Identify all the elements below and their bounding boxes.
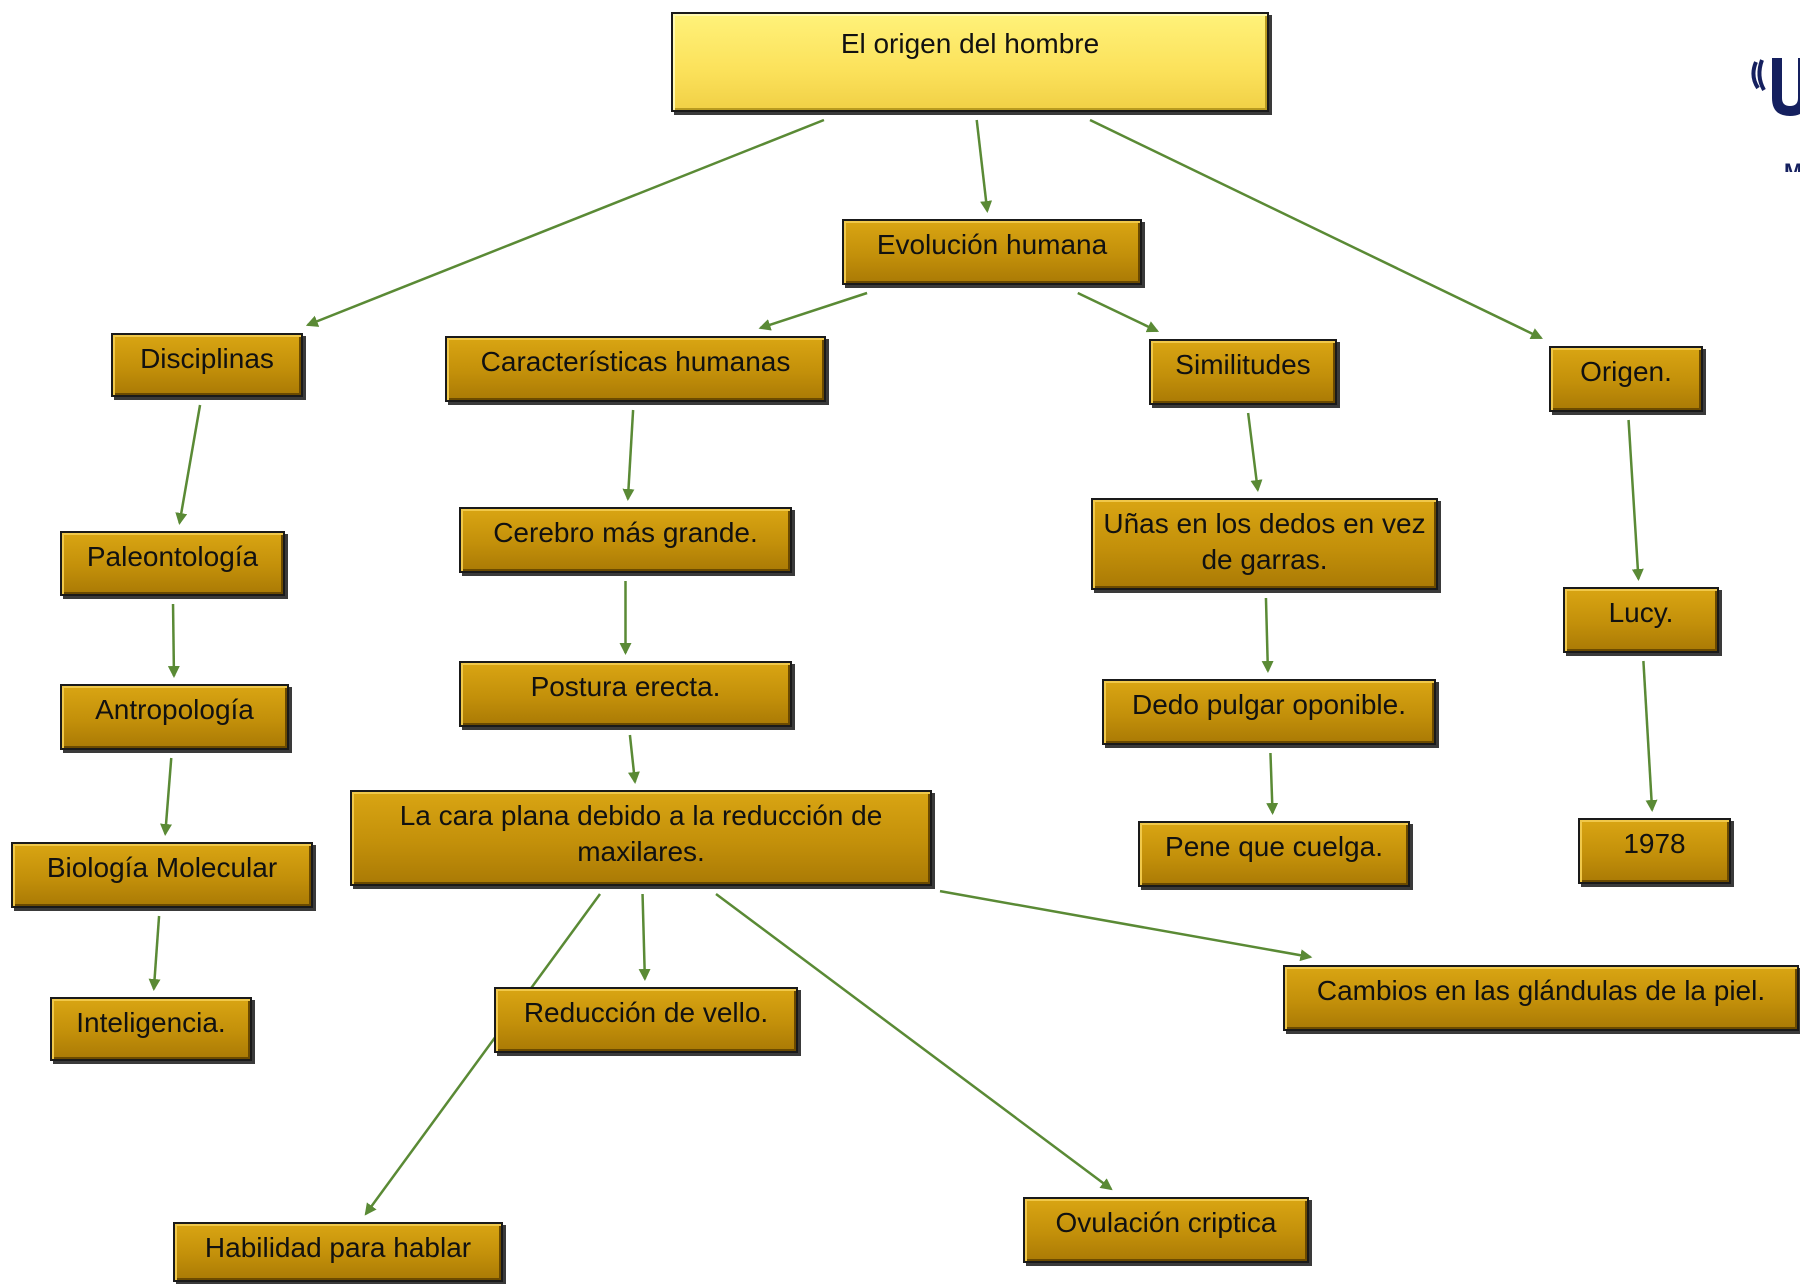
node-origen: Origen.	[1549, 346, 1703, 412]
node-antropologia-label: Antropología	[95, 694, 254, 725]
node-ovulacion: Ovulación criptica	[1023, 1197, 1309, 1263]
node-glandulas-label: Cambios en las glándulas de la piel.	[1316, 975, 1766, 1006]
node-origen-label: Origen.	[1580, 356, 1672, 387]
node-antropologia: Antropología	[60, 684, 289, 750]
node-vello: Reducción de vello.	[494, 987, 798, 1053]
arrow-root-to-disciplinas	[305, 118, 825, 327]
node-root-label: El origen del hombre	[840, 28, 1100, 59]
node-evolucion-label: Evolución humana	[876, 229, 1108, 260]
node-paleontologia: Paleontología	[60, 531, 285, 596]
logo-text: M	[1784, 159, 1800, 173]
node-inteligencia-label: Inteligencia.	[76, 1007, 226, 1038]
arrow-cara-to-hablar	[364, 893, 602, 1216]
arrow-unas-to-pulgar	[1261, 597, 1274, 673]
node-anio-label: 1978	[1623, 828, 1686, 859]
node-postura-label: Postura erecta.	[530, 671, 721, 702]
arrow-lucy-to-anio	[1642, 660, 1658, 812]
arrow-antropologia-to-biologia	[160, 757, 173, 836]
node-unas-label: Uñas en los dedos en vez de garras.	[1103, 508, 1426, 575]
node-evolucion: Evolución humana	[842, 219, 1142, 285]
node-similitudes-label: Similitudes	[1175, 349, 1311, 380]
node-pene: Pene que cuelga.	[1138, 821, 1410, 887]
node-hablar-label: Habilidad para hablar	[204, 1232, 472, 1263]
arrow-origen-to-lucy	[1627, 419, 1644, 581]
node-postura: Postura erecta.	[459, 661, 792, 727]
node-similitudes: Similitudes	[1149, 339, 1337, 405]
arrow-postura-to-cara	[627, 734, 640, 784]
node-anio: 1978	[1578, 818, 1731, 884]
node-hablar: Habilidad para hablar	[173, 1222, 503, 1282]
node-pulgar: Dedo pulgar oponible.	[1102, 679, 1436, 745]
node-disciplinas-label: Disciplinas	[140, 343, 274, 374]
arrow-evolucion-to-caracteristicas	[758, 291, 868, 331]
node-paleontologia-label: Paleontología	[86, 541, 259, 572]
university-logo: M	[1738, 52, 1800, 172]
node-caracteristicas-label: Características humanas	[480, 346, 791, 377]
arrow-cara-to-ovulacion	[715, 892, 1113, 1191]
node-pulgar-label: Dedo pulgar oponible.	[1132, 689, 1406, 720]
logo-mark-icon	[1751, 58, 1800, 116]
node-ovulacion-label: Ovulación criptica	[1055, 1207, 1277, 1238]
arrow-similitudes-to-unas	[1246, 412, 1263, 492]
node-inteligencia: Inteligencia.	[50, 997, 252, 1061]
arrow-biologia-to-inteligencia	[148, 915, 161, 991]
arrow-root-to-origen	[1089, 118, 1543, 340]
node-caracteristicas: Características humanas	[445, 336, 826, 402]
arrow-disciplinas-to-paleontologia	[175, 404, 202, 525]
node-cerebro-label: Cerebro más grande.	[493, 517, 758, 548]
arrow-root-to-evolucion	[975, 119, 993, 213]
node-pene-label: Pene que cuelga.	[1165, 831, 1383, 862]
arrow-caracteristicas-to-cerebro	[622, 409, 635, 501]
node-cara: La cara plana debido a la reducción de m…	[350, 790, 932, 886]
arrow-pulgar-to-pene	[1266, 752, 1279, 815]
arrow-evolucion-to-similitudes	[1077, 291, 1160, 333]
node-biologia: Biología Molecular	[11, 842, 313, 908]
node-disciplinas: Disciplinas	[111, 333, 303, 397]
node-glandulas: Cambios en las glándulas de la piel.	[1283, 965, 1799, 1031]
node-lucy: Lucy.	[1563, 587, 1719, 653]
node-vello-label: Reducción de vello.	[523, 997, 769, 1028]
arrow-cara-to-vello	[638, 893, 651, 981]
node-biologia-label: Biología Molecular	[46, 852, 278, 883]
node-lucy-label: Lucy.	[1608, 597, 1674, 628]
node-cerebro: Cerebro más grande.	[459, 507, 792, 573]
node-root: El origen del hombre	[671, 12, 1269, 112]
arrow-paleontologia-to-antropologia	[167, 603, 180, 678]
arrow-cara-to-glandulas	[939, 889, 1313, 962]
node-unas: Uñas en los dedos en vez de garras.	[1091, 498, 1438, 590]
node-cara-label: La cara plana debido a la reducción de m…	[399, 800, 883, 867]
